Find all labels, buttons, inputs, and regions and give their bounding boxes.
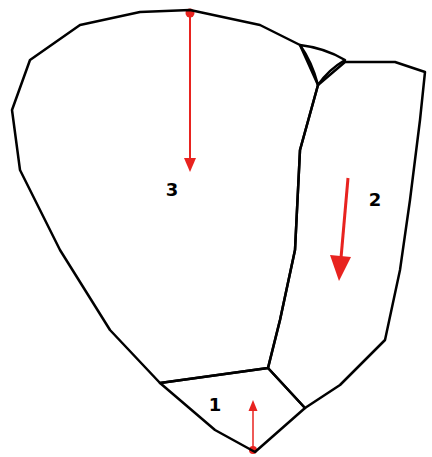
region-area: 1 <box>160 368 305 452</box>
arrow-head <box>330 255 351 281</box>
arrow-shaft <box>252 410 254 450</box>
region-border <box>160 368 305 452</box>
region-number: 2 <box>369 191 382 209</box>
arrow-shaft <box>189 13 191 160</box>
region-area: 3 <box>12 10 318 383</box>
flow-arrows <box>184 9 351 455</box>
arrow-shaft <box>341 178 348 258</box>
region-border <box>268 62 425 408</box>
arrow-head <box>184 158 196 172</box>
arrow-head <box>249 400 258 411</box>
region-area: 2 <box>268 62 425 408</box>
region-number: 1 <box>209 396 222 414</box>
region-outline <box>160 368 305 452</box>
region-number: 3 <box>166 181 179 199</box>
region-outline <box>12 10 318 383</box>
sliver-region <box>300 45 345 85</box>
region-border <box>12 10 318 383</box>
region-outline <box>268 62 425 408</box>
